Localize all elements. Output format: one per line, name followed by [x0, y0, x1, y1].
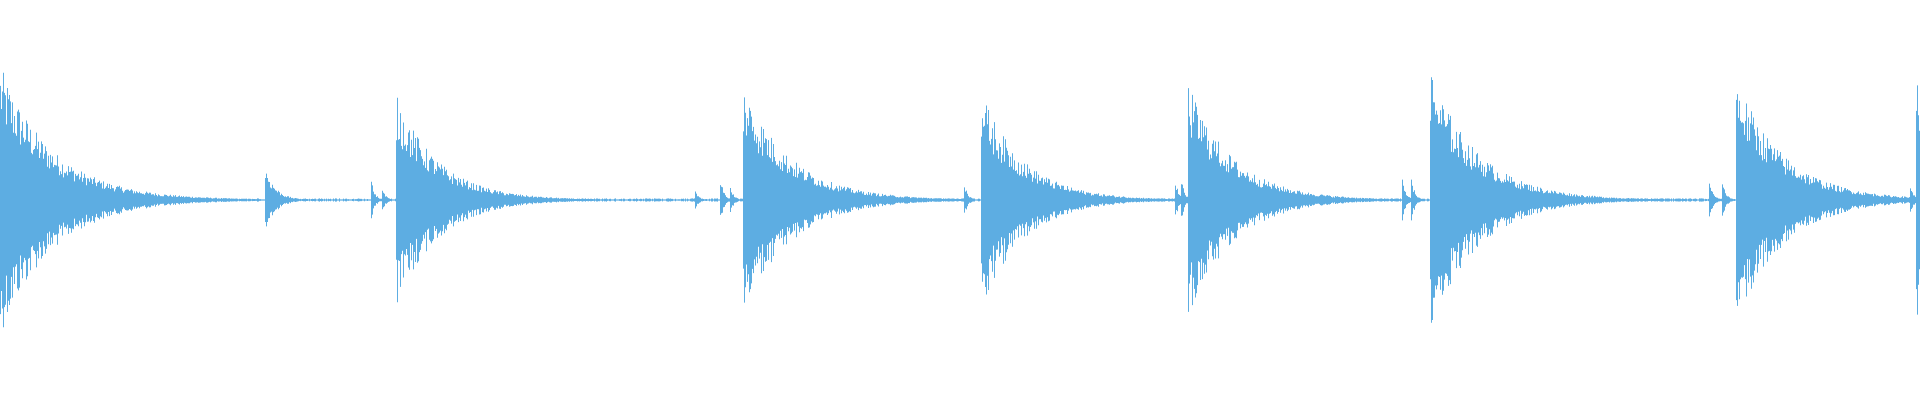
waveform-samples: [0, 72, 1920, 328]
